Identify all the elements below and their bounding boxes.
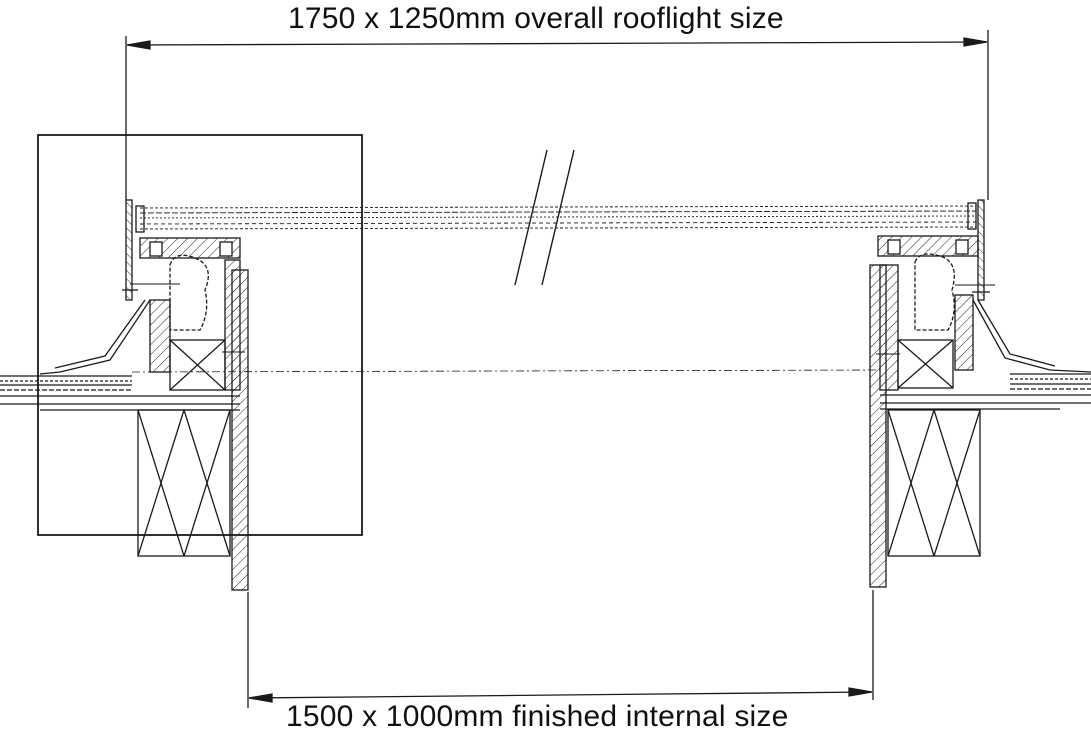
overall-dimension-line: [125, 30, 989, 200]
center-line: [131, 369, 881, 373]
internal-dimension-line: [247, 590, 874, 708]
detail-callout-box: [37, 134, 363, 536]
internal-size-label: 1500 x 1000mm finished internal size: [286, 700, 789, 733]
break-mark: [514, 149, 575, 286]
right-upstand-detail: [869, 199, 1091, 588]
left-upstand-detail: [37, 134, 363, 591]
roof-deck-right: [880, 373, 1091, 410]
glazing-panel: [135, 202, 977, 233]
roof-deck-left: [0, 375, 240, 411]
overall-size-label: 1750 x 1250mm overall rooflight size: [288, 2, 784, 35]
